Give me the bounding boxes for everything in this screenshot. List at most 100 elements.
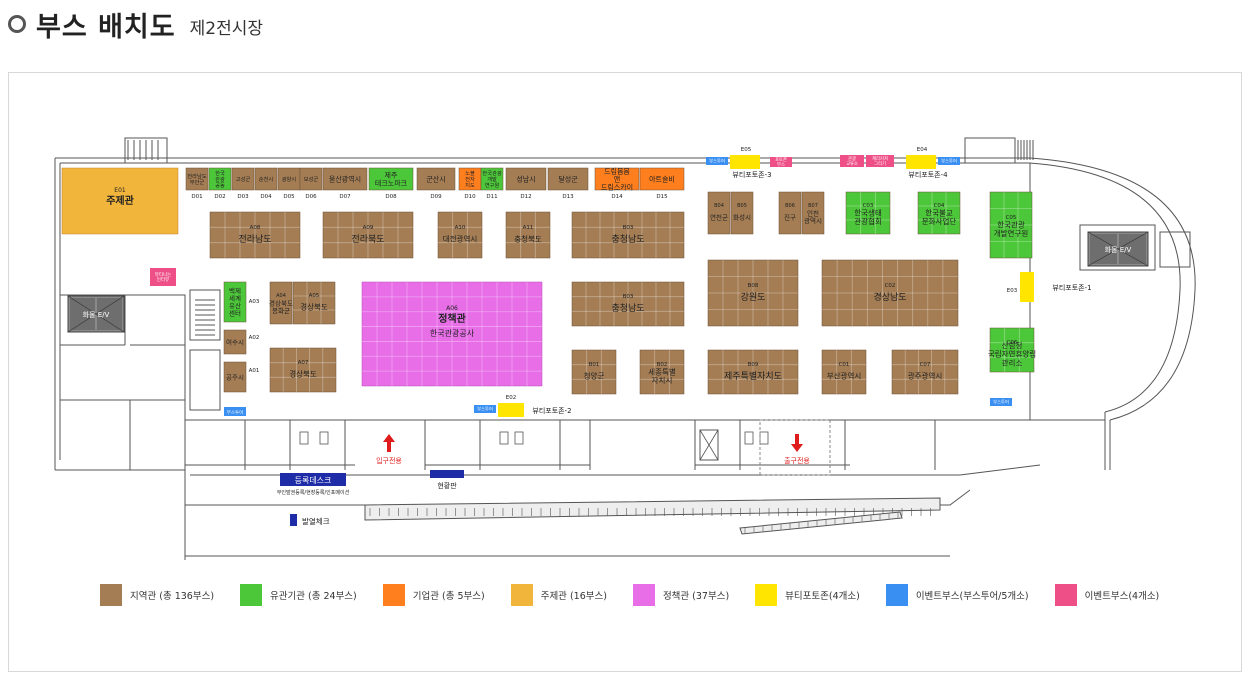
booth-name: 유산: [229, 301, 241, 310]
photo-zone-4[interactable]: [906, 155, 936, 169]
booth-name: 국립자연휴양림: [988, 350, 1036, 359]
theme-hall-e01[interactable]: [61, 167, 179, 235]
booth-a09[interactable]: [322, 211, 414, 259]
booth-d04[interactable]: [254, 167, 278, 191]
legend-label: 이벤트부스(부스투어/5개소): [915, 591, 1029, 602]
booth-tour-left[interactable]: [224, 407, 246, 416]
legend-item: 정책관 (37부스): [632, 584, 729, 606]
booth-a07[interactable]: [269, 347, 337, 393]
booth-a08[interactable]: [209, 211, 301, 259]
booth-b07[interactable]: [801, 191, 825, 235]
booth-b02[interactable]: [639, 349, 685, 395]
booth-c05[interactable]: [989, 191, 1033, 259]
event-booth[interactable]: [770, 157, 792, 167]
booth-name: 부산광역시: [827, 371, 862, 381]
booth-c04[interactable]: [917, 191, 961, 235]
event-booth-name: 부스투어: [227, 409, 244, 416]
event-booth-name: 부스: [777, 162, 785, 168]
booth-code: A03: [249, 299, 260, 305]
booth-c02[interactable]: [821, 259, 959, 327]
event-booth-name: 캐리커쳐: [872, 155, 888, 162]
event-booth[interactable]: [938, 157, 960, 165]
booth-b03[interactable]: [571, 211, 685, 259]
booth-c01[interactable]: [821, 349, 867, 395]
entrance-label: 입구전용: [376, 456, 402, 465]
booth-d12[interactable]: [505, 167, 547, 191]
booth-d07[interactable]: [322, 167, 368, 191]
booth-code: A06: [446, 305, 458, 312]
booth-name: 한국생태: [854, 207, 882, 217]
photo-zone-2[interactable]: [498, 403, 524, 417]
booth-name: 개발: [487, 175, 497, 183]
booth-b01[interactable]: [571, 349, 617, 395]
booth-name: 한국관광: [997, 219, 1025, 229]
exit-marker: [791, 434, 803, 452]
booth-d01[interactable]: [185, 167, 209, 191]
booth-d02[interactable]: [208, 167, 232, 191]
booth-name: 충청남도: [611, 234, 644, 245]
booth-code: A11: [523, 225, 534, 231]
photo-zone-3[interactable]: [730, 155, 760, 169]
photo-zone-1[interactable]: [1020, 272, 1034, 302]
booth-a04[interactable]: [269, 281, 293, 325]
booth-extra[interactable]: [223, 361, 247, 393]
booth-code: B03: [623, 225, 634, 231]
booth-name: 주제관: [106, 194, 134, 207]
booth-b04[interactable]: [707, 191, 731, 235]
booth-name: 관광: [215, 176, 225, 183]
legend-label: 이벤트부스(4개소): [1084, 591, 1160, 602]
booth-name: 인천: [807, 209, 819, 218]
booth-c06[interactable]: [989, 327, 1035, 373]
booth-a11[interactable]: [505, 211, 551, 259]
booth-d08[interactable]: [368, 167, 414, 191]
booth-d11[interactable]: [480, 167, 504, 191]
booth-b03[interactable]: [571, 281, 685, 327]
beauty-interview-booth[interactable]: [150, 268, 176, 286]
booth-a10[interactable]: [437, 211, 483, 259]
booth-b08[interactable]: [707, 259, 799, 327]
booth-d09[interactable]: [416, 167, 456, 191]
booth-d13[interactable]: [547, 167, 589, 191]
booth-name: 화성시: [733, 212, 751, 221]
booth-b06[interactable]: [778, 191, 802, 235]
event-booth[interactable]: [706, 157, 728, 165]
booth-name: 순천시: [259, 176, 274, 183]
booth-code: B02: [657, 362, 668, 368]
policy-hall-a06[interactable]: [361, 281, 543, 387]
booth-code: D03: [237, 194, 249, 200]
booth-name: 자치시: [652, 376, 673, 385]
booth-code: C02: [885, 283, 896, 289]
booth-code: B01: [589, 362, 600, 368]
booth-c03[interactable]: [845, 191, 891, 235]
event-booth[interactable]: [866, 155, 894, 167]
booth-b05[interactable]: [730, 191, 754, 235]
legend-swatch: [240, 584, 263, 606]
event-booth[interactable]: [474, 405, 496, 413]
booth-c07[interactable]: [891, 349, 959, 395]
booth-extra[interactable]: [223, 329, 247, 355]
booth-d15[interactable]: [639, 167, 685, 191]
booth-code: D15: [656, 194, 668, 200]
booth-a05[interactable]: [292, 281, 336, 325]
registration-desk[interactable]: [280, 473, 346, 486]
booth-extra[interactable]: [223, 281, 247, 323]
booth-name: 경상북도: [269, 299, 293, 308]
booth-d06[interactable]: [299, 167, 323, 191]
legend-label: 지역관 (총 136부스): [130, 591, 215, 602]
zone-code: E04: [917, 147, 928, 153]
booth-name: 경상남도: [873, 291, 906, 303]
event-booth-name: 포토존: [775, 157, 787, 163]
booth-b09[interactable]: [707, 349, 799, 395]
event-booth[interactable]: [990, 398, 1012, 406]
event-booth[interactable]: [840, 155, 864, 167]
event-booth-name: 부스투어: [477, 406, 493, 413]
booth-d03[interactable]: [231, 167, 255, 191]
booth-name: 아트슬비: [649, 174, 675, 183]
booth-code: A09: [363, 225, 374, 231]
booth-code: C05: [1006, 215, 1017, 221]
legend-label: 뷰티포토존(4개소): [785, 591, 860, 602]
event-booth-name: 부스투어: [941, 158, 957, 165]
booth-code: D10: [464, 194, 476, 200]
booth-d14[interactable]: [594, 167, 640, 191]
